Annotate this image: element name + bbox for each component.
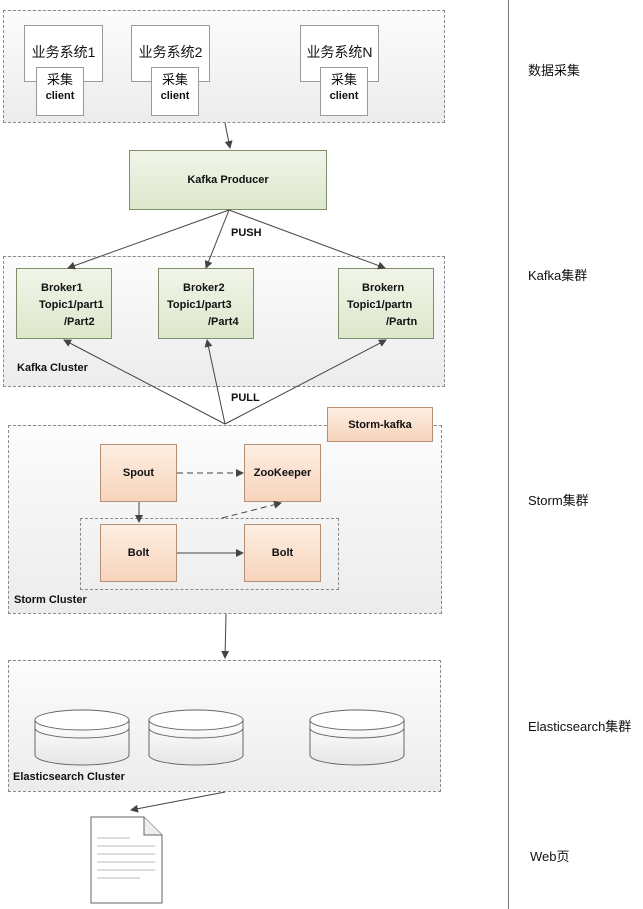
collector-label-n: 采集 (330, 72, 357, 87)
bolt-2-label: Bolt (271, 547, 294, 559)
business-system-n-label: 业务系统N (306, 44, 373, 60)
collector-label-2: 采集 (161, 72, 188, 87)
bolt-box-1: Bolt (100, 524, 177, 582)
collector-client-n: 采集 client (320, 67, 368, 116)
broker-n-name: Brokern (362, 282, 405, 294)
side-label-es: Elasticsearch集群 (528, 719, 632, 734)
storm-kafka-label: Storm-kafka (348, 418, 412, 431)
zookeeper-box: ZooKeeper (244, 444, 321, 502)
bolt-group (80, 518, 339, 590)
pull-label: PULL (231, 392, 260, 404)
business-system-1-label: 业务系统1 (31, 44, 96, 60)
arrow-push-broker-2 (204, 209, 230, 269)
zookeeper-label: ZooKeeper (253, 467, 312, 479)
broker-1-topic: Topic1/part1 (39, 299, 104, 311)
broker-n-part: /Partn (386, 316, 418, 328)
collector-label-1: 采集 (46, 72, 73, 87)
storm-cluster-label: Storm Cluster (14, 594, 87, 606)
arrow-storm-to-es (221, 613, 230, 659)
broker-n: Brokern Topic1/partn /Partn (338, 268, 434, 339)
client-label-n: client (329, 90, 359, 102)
business-system-2-label: 业务系统2 (138, 44, 203, 60)
es-cluster-label: Elasticsearch Cluster (13, 771, 125, 783)
side-label-kafka: Kafka集群 (528, 268, 588, 283)
storm-kafka-box: Storm-kafka (327, 407, 433, 442)
broker-1: Broker1 Topic1/part1 /Part2 (16, 268, 112, 339)
es-node-icon-3 (309, 709, 405, 766)
client-label-1: client (45, 90, 75, 102)
broker-2-part: /Part4 (208, 316, 239, 328)
broker-2: Broker2 Topic1/part3 /Part4 (158, 268, 254, 339)
broker-1-name: Broker1 (41, 282, 83, 294)
collector-client-1: 采集 client (36, 67, 84, 116)
bolt-1-label: Bolt (127, 547, 150, 559)
collector-client-2: 采集 client (151, 67, 199, 116)
broker-n-topic: Topic1/partn (347, 299, 413, 311)
arrow-push-broker-1 (67, 209, 230, 270)
client-label-2: client (160, 90, 190, 102)
arrow-collection-to-producer (224, 122, 233, 149)
es-node-icon-1 (34, 709, 130, 766)
divider-line (508, 0, 509, 909)
side-label-collection: 数据采集 (528, 63, 581, 78)
broker-2-topic: Topic1/part3 (167, 299, 232, 311)
arrow-pull-broker-n (224, 339, 387, 425)
broker-2-name: Broker2 (183, 282, 225, 294)
web-page-document-icon (90, 816, 163, 904)
side-label-storm: Storm集群 (528, 493, 589, 508)
arrow-push-broker-n (228, 209, 386, 270)
arrow-bolt-to-zookeeper (221, 500, 282, 519)
spout-box: Spout (100, 444, 177, 502)
broker-1-part: /Part2 (64, 316, 95, 328)
kafka-producer: Kafka Producer (129, 150, 327, 210)
es-node-icon-2 (148, 709, 244, 766)
arrow-pull-broker-1 (63, 339, 226, 425)
kafka-cluster-label: Kafka Cluster (17, 362, 88, 374)
spout-label: Spout (122, 467, 155, 479)
arrow-es-to-web (130, 791, 226, 813)
bolt-box-2: Bolt (244, 524, 321, 582)
kafka-producer-label: Kafka Producer (187, 174, 269, 186)
arrow-pull-broker-2 (204, 339, 226, 425)
side-label-web: Web页 (530, 849, 570, 864)
push-label: PUSH (231, 227, 262, 239)
